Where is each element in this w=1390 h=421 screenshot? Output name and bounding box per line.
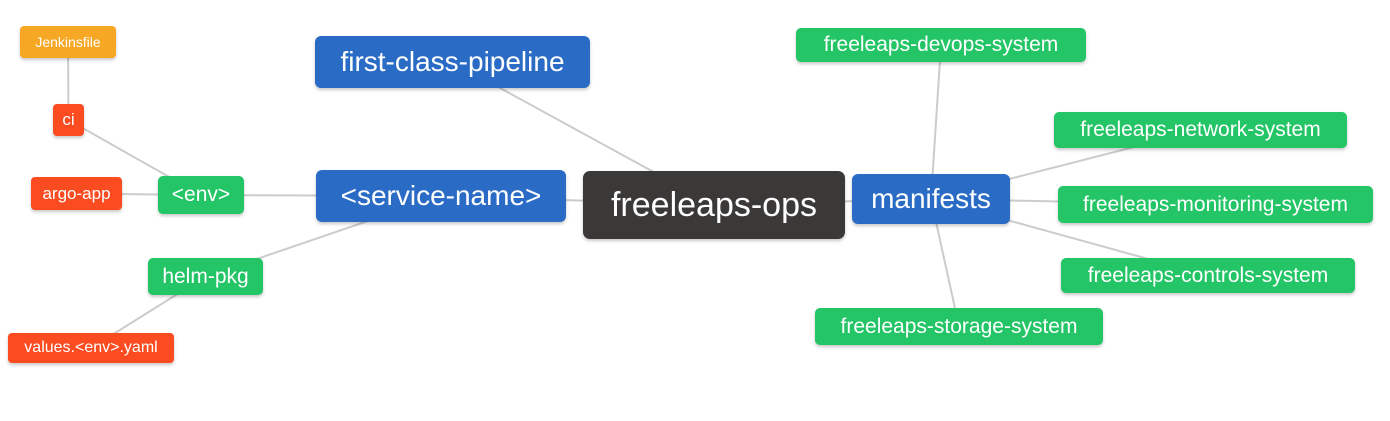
node-service-name[interactable]: <service-name> <box>316 170 566 222</box>
node-freeleaps-devops-system[interactable]: freeleaps-devops-system <box>796 28 1086 62</box>
node-argo-app[interactable]: argo-app <box>31 177 122 210</box>
node-freeleaps-network-system[interactable]: freeleaps-network-system <box>1054 112 1347 148</box>
node-ci[interactable]: ci <box>53 104 84 136</box>
node-helm-pkg[interactable]: helm-pkg <box>148 258 263 295</box>
node-values-env-yaml[interactable]: values.<env>.yaml <box>8 333 174 363</box>
node-manifests[interactable]: manifests <box>852 174 1010 224</box>
node-env[interactable]: <env> <box>158 176 244 214</box>
node-freeleaps-ops[interactable]: freeleaps-ops <box>583 171 845 239</box>
node-jenkinsfile[interactable]: Jenkinsfile <box>20 26 116 58</box>
node-freeleaps-monitoring-system[interactable]: freeleaps-monitoring-system <box>1058 186 1373 223</box>
edge-manifests-devops-system <box>930 44 942 200</box>
node-freeleaps-storage-system[interactable]: freeleaps-storage-system <box>815 308 1103 345</box>
node-first-class-pipeline[interactable]: first-class-pipeline <box>315 36 590 88</box>
node-freeleaps-controls-system[interactable]: freeleaps-controls-system <box>1061 258 1355 293</box>
